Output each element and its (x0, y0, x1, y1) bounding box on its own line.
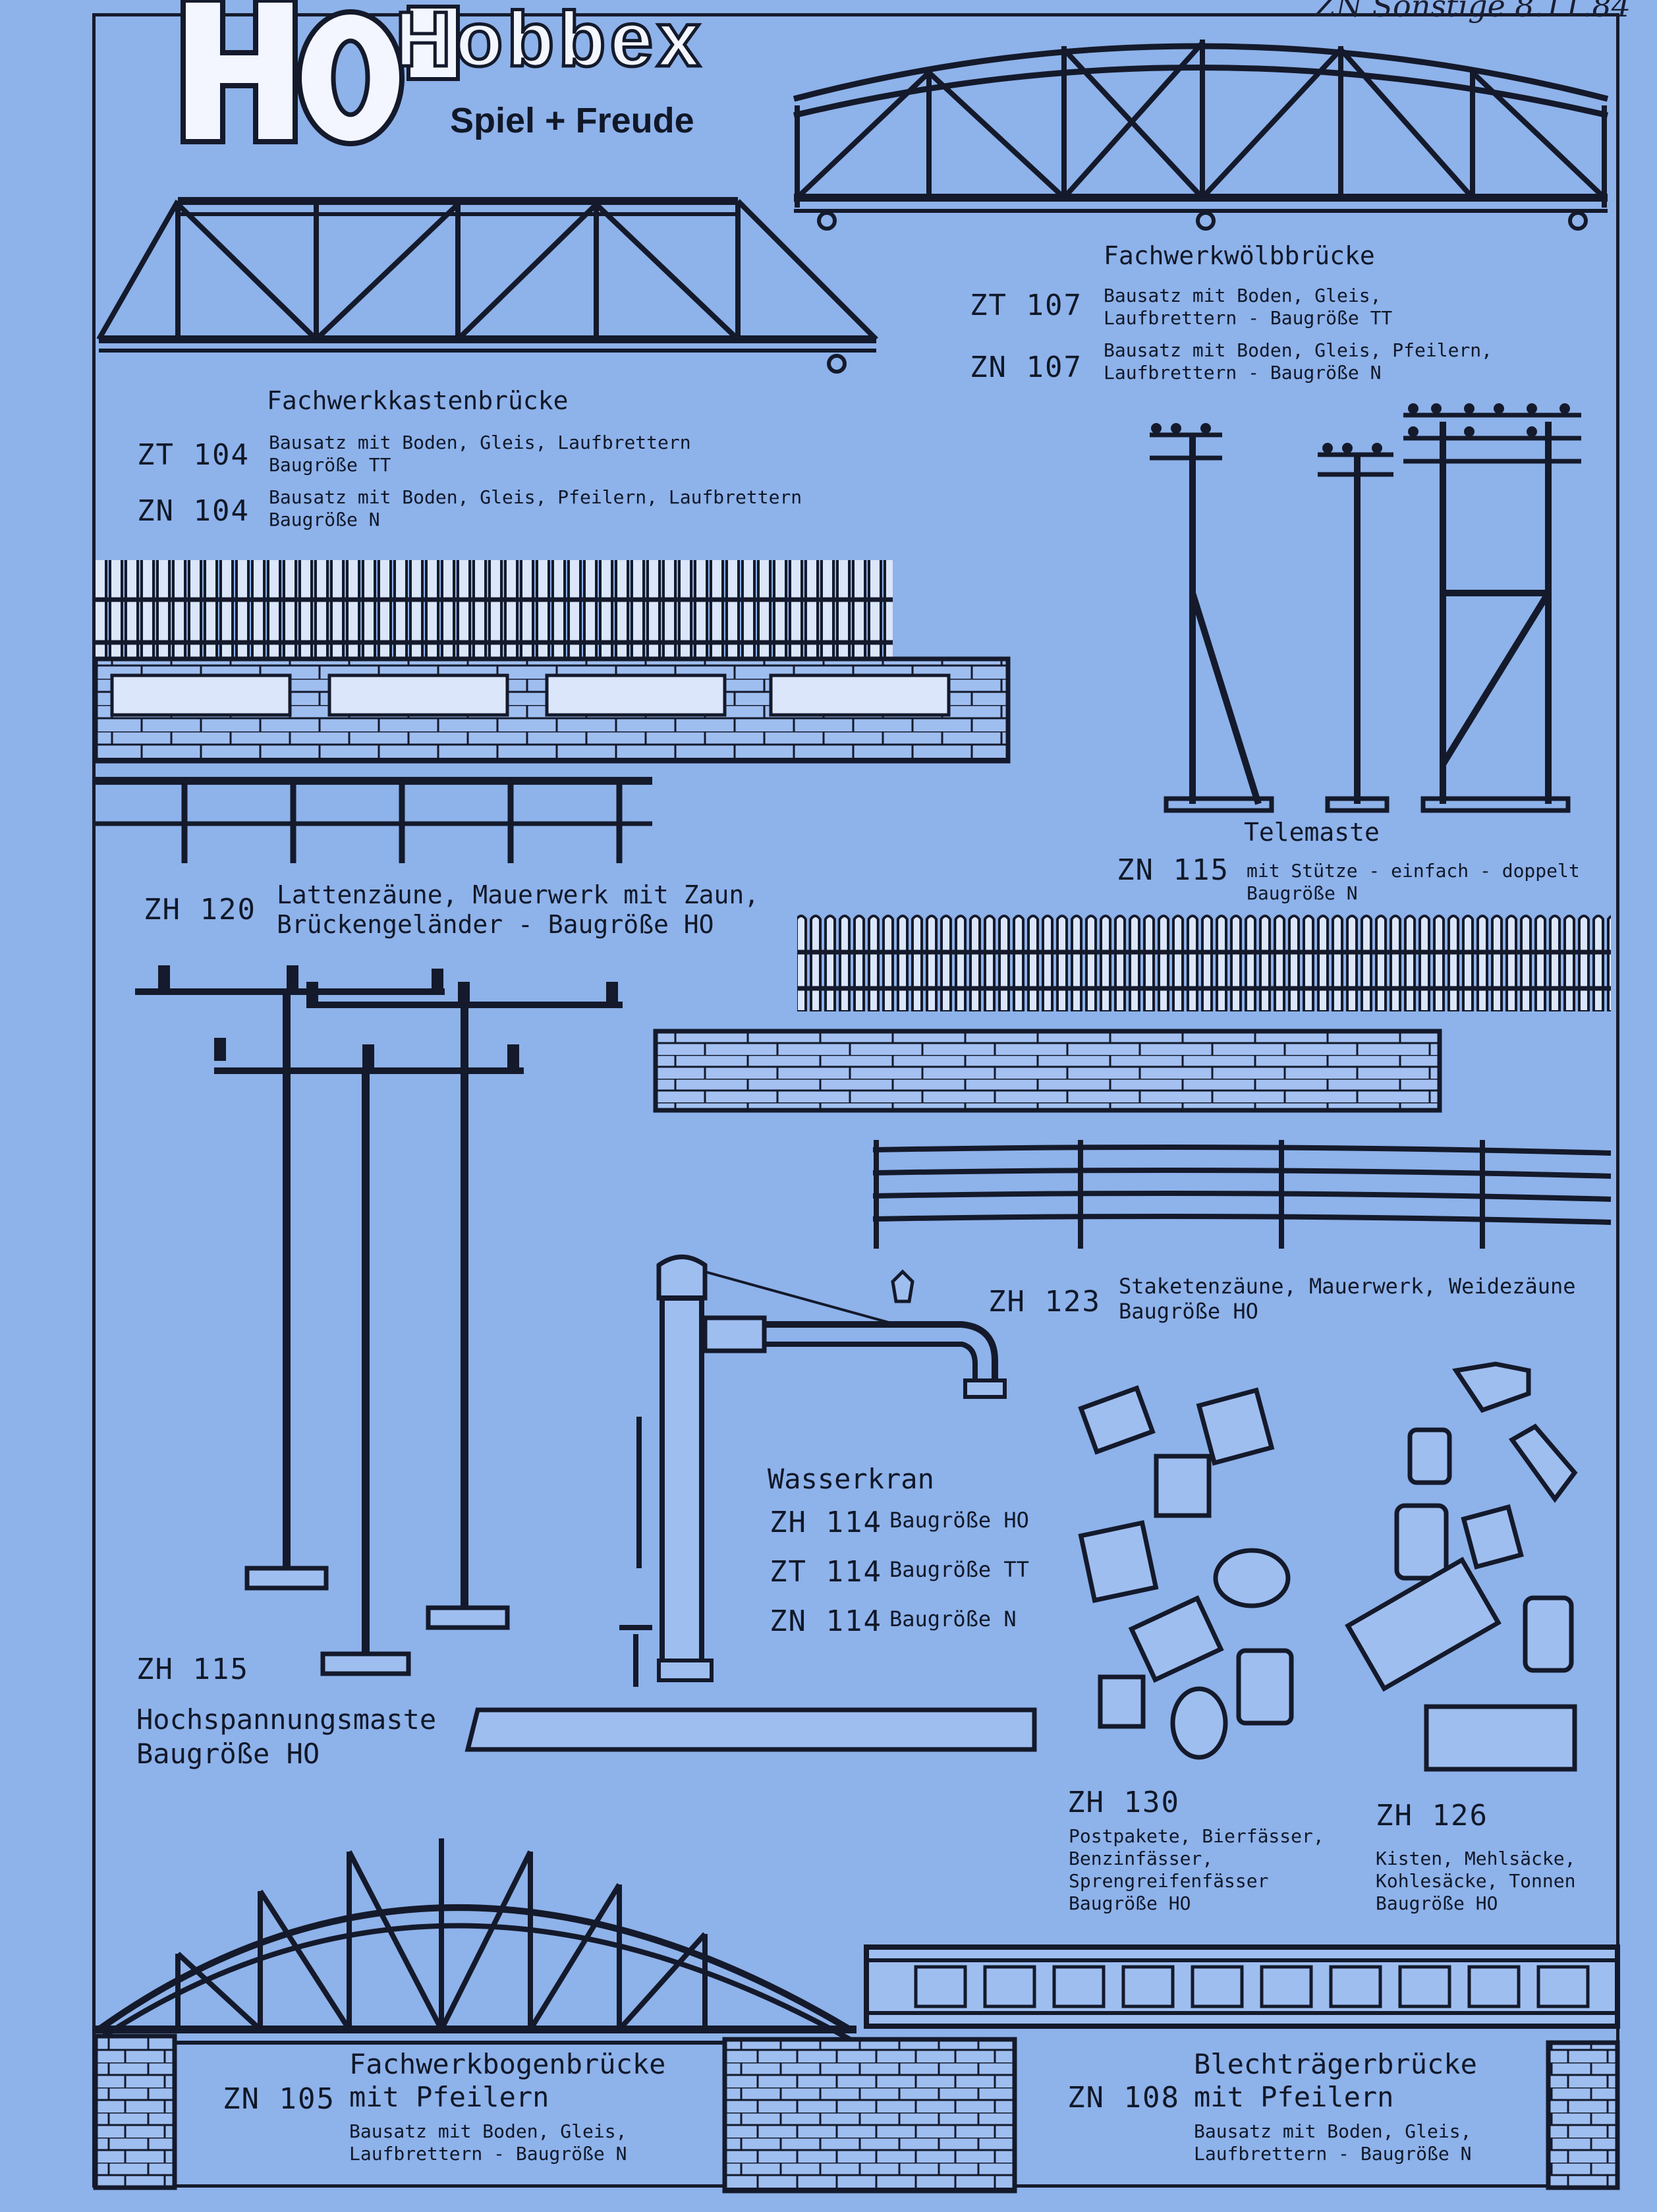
zh126-line-1: Kisten, Mehlsäcke, (1376, 1848, 1576, 1869)
telemaste-code: ZN 115 (1117, 853, 1229, 887)
wasserkran-desc-2: Baugröße TT (889, 1557, 1029, 1582)
hochspannungsmaste-illustration (135, 965, 623, 1676)
kasten-code-1: ZT 104 (137, 438, 250, 472)
zh115-desc: Baugröße HO (136, 1738, 320, 1770)
zn105-code: ZN 105 (223, 2082, 335, 2116)
wasserkran-code-2: ZT 114 (770, 1555, 882, 1589)
kasten-code-2: ZN 104 (137, 494, 250, 528)
woelb-desc-2b: Laufbrettern - Baugröße N (1104, 362, 1382, 383)
zn108-code: ZN 108 (1067, 2081, 1180, 2114)
fachwerkbogenbruecke-illustration (93, 1838, 1017, 2194)
woelb-desc-2a: Bausatz mit Boden, Gleis, Pfeilern, (1104, 339, 1493, 361)
zh126-line-3: Baugröße HO (1376, 1892, 1498, 1914)
woelb-title: Fachwerkwölbbrücke (1104, 241, 1375, 270)
zh123-code: ZH 123 (988, 1285, 1101, 1319)
wasserkran-illustration (464, 1255, 1037, 1752)
zn108-title-1: Blechträgerbrücke (1194, 2048, 1477, 2080)
zh126-code: ZH 126 (1376, 1799, 1488, 1832)
ladegut-illustration (1078, 1361, 1578, 1772)
zh130-code: ZH 130 (1067, 1786, 1180, 1819)
fachwerkwoelbbruecke-illustration (793, 40, 1609, 231)
zh120-desc-1: Lattenzäune, Mauerwerk mit Zaun, (277, 880, 760, 909)
zh130-line-4: Baugröße HO (1069, 1892, 1191, 1914)
logo-slogan: Spiel + Freude (450, 101, 694, 140)
kasten-title: Fachwerkkastenbrücke (267, 386, 569, 415)
zn105-title-2: mit Pfeilern (349, 2081, 549, 2113)
kasten-desc-1a: Bausatz mit Boden, Gleis, Laufbrettern (269, 432, 691, 453)
kasten-desc-2b: Baugröße N (269, 509, 380, 530)
zh123-desc-2: Baugröße HO (1119, 1299, 1258, 1324)
wasserkran-code-1: ZH 114 (770, 1506, 882, 1539)
zh126-line-2: Kohlesäcke, Tonnen (1376, 1870, 1576, 1892)
lattenzaun-illustration (93, 560, 1011, 863)
zh130-line-2: Benzinfässer, (1069, 1848, 1214, 1869)
zh115-code: ZH 115 (136, 1653, 249, 1686)
zh130-line-3: Sprengreifenfässer (1069, 1870, 1269, 1892)
zh120-code: ZH 120 (144, 893, 256, 926)
woelb-code-1: ZT 107 (970, 289, 1082, 322)
zn108-desc-2: Laufbrettern - Baugröße N (1194, 2143, 1472, 2165)
wasserkran-code-3: ZN 114 (770, 1604, 882, 1638)
telemaste-illustration (1150, 403, 1581, 813)
wasserkran-desc-3: Baugröße N (889, 1606, 1017, 1631)
woelb-code-2: ZN 107 (970, 351, 1082, 384)
telemaste-desc-2: Baugröße N (1247, 882, 1358, 904)
kasten-desc-2a: Bausatz mit Boden, Gleis, Pfeilern, Lauf… (269, 486, 802, 508)
handwritten-note: ZN Sonstige 8.11.84 (1314, 0, 1631, 24)
wasserkran-title: Wasserkran (768, 1463, 934, 1495)
blechtraegerbruecke-illustration (864, 1944, 1620, 2190)
zn108-desc-1: Bausatz mit Boden, Gleis, (1194, 2120, 1472, 2142)
kasten-desc-1b: Baugröße TT (269, 454, 391, 476)
wasserkran-desc-1: Baugröße HO (889, 1508, 1029, 1533)
zh115-title: Hochspannungsmaste (136, 1703, 437, 1736)
logo-ho-graphic (181, 0, 460, 146)
fachwerkkastenbruecke-illustration (96, 197, 878, 374)
zn105-desc-1: Bausatz mit Boden, Gleis, (349, 2120, 627, 2142)
zn105-desc-2: Laufbrettern - Baugröße N (349, 2143, 627, 2165)
zh120-desc-2: Brückengeländer - Baugröße HO (277, 910, 714, 939)
zh130-line-1: Postpakete, Bierfässer, (1069, 1825, 1324, 1847)
telemaste-desc-1: mit Stütze - einfach - doppelt (1247, 860, 1580, 882)
zh123-desc-1: Staketenzäune, Mauerwerk, Weidezäune (1119, 1274, 1576, 1299)
telemaste-title: Telemaste (1244, 818, 1380, 847)
woelb-desc-1b: Laufbrettern - Baugröße TT (1104, 307, 1393, 329)
staketenzaun-illustration (653, 913, 1612, 1249)
logo-wordmark: Hobbex (394, 0, 704, 85)
zn108-title-2: mit Pfeilern (1194, 2081, 1394, 2113)
woelb-desc-1a: Bausatz mit Boden, Gleis, (1104, 285, 1382, 306)
zn105-title-1: Fachwerkbogenbrücke (349, 2048, 666, 2080)
